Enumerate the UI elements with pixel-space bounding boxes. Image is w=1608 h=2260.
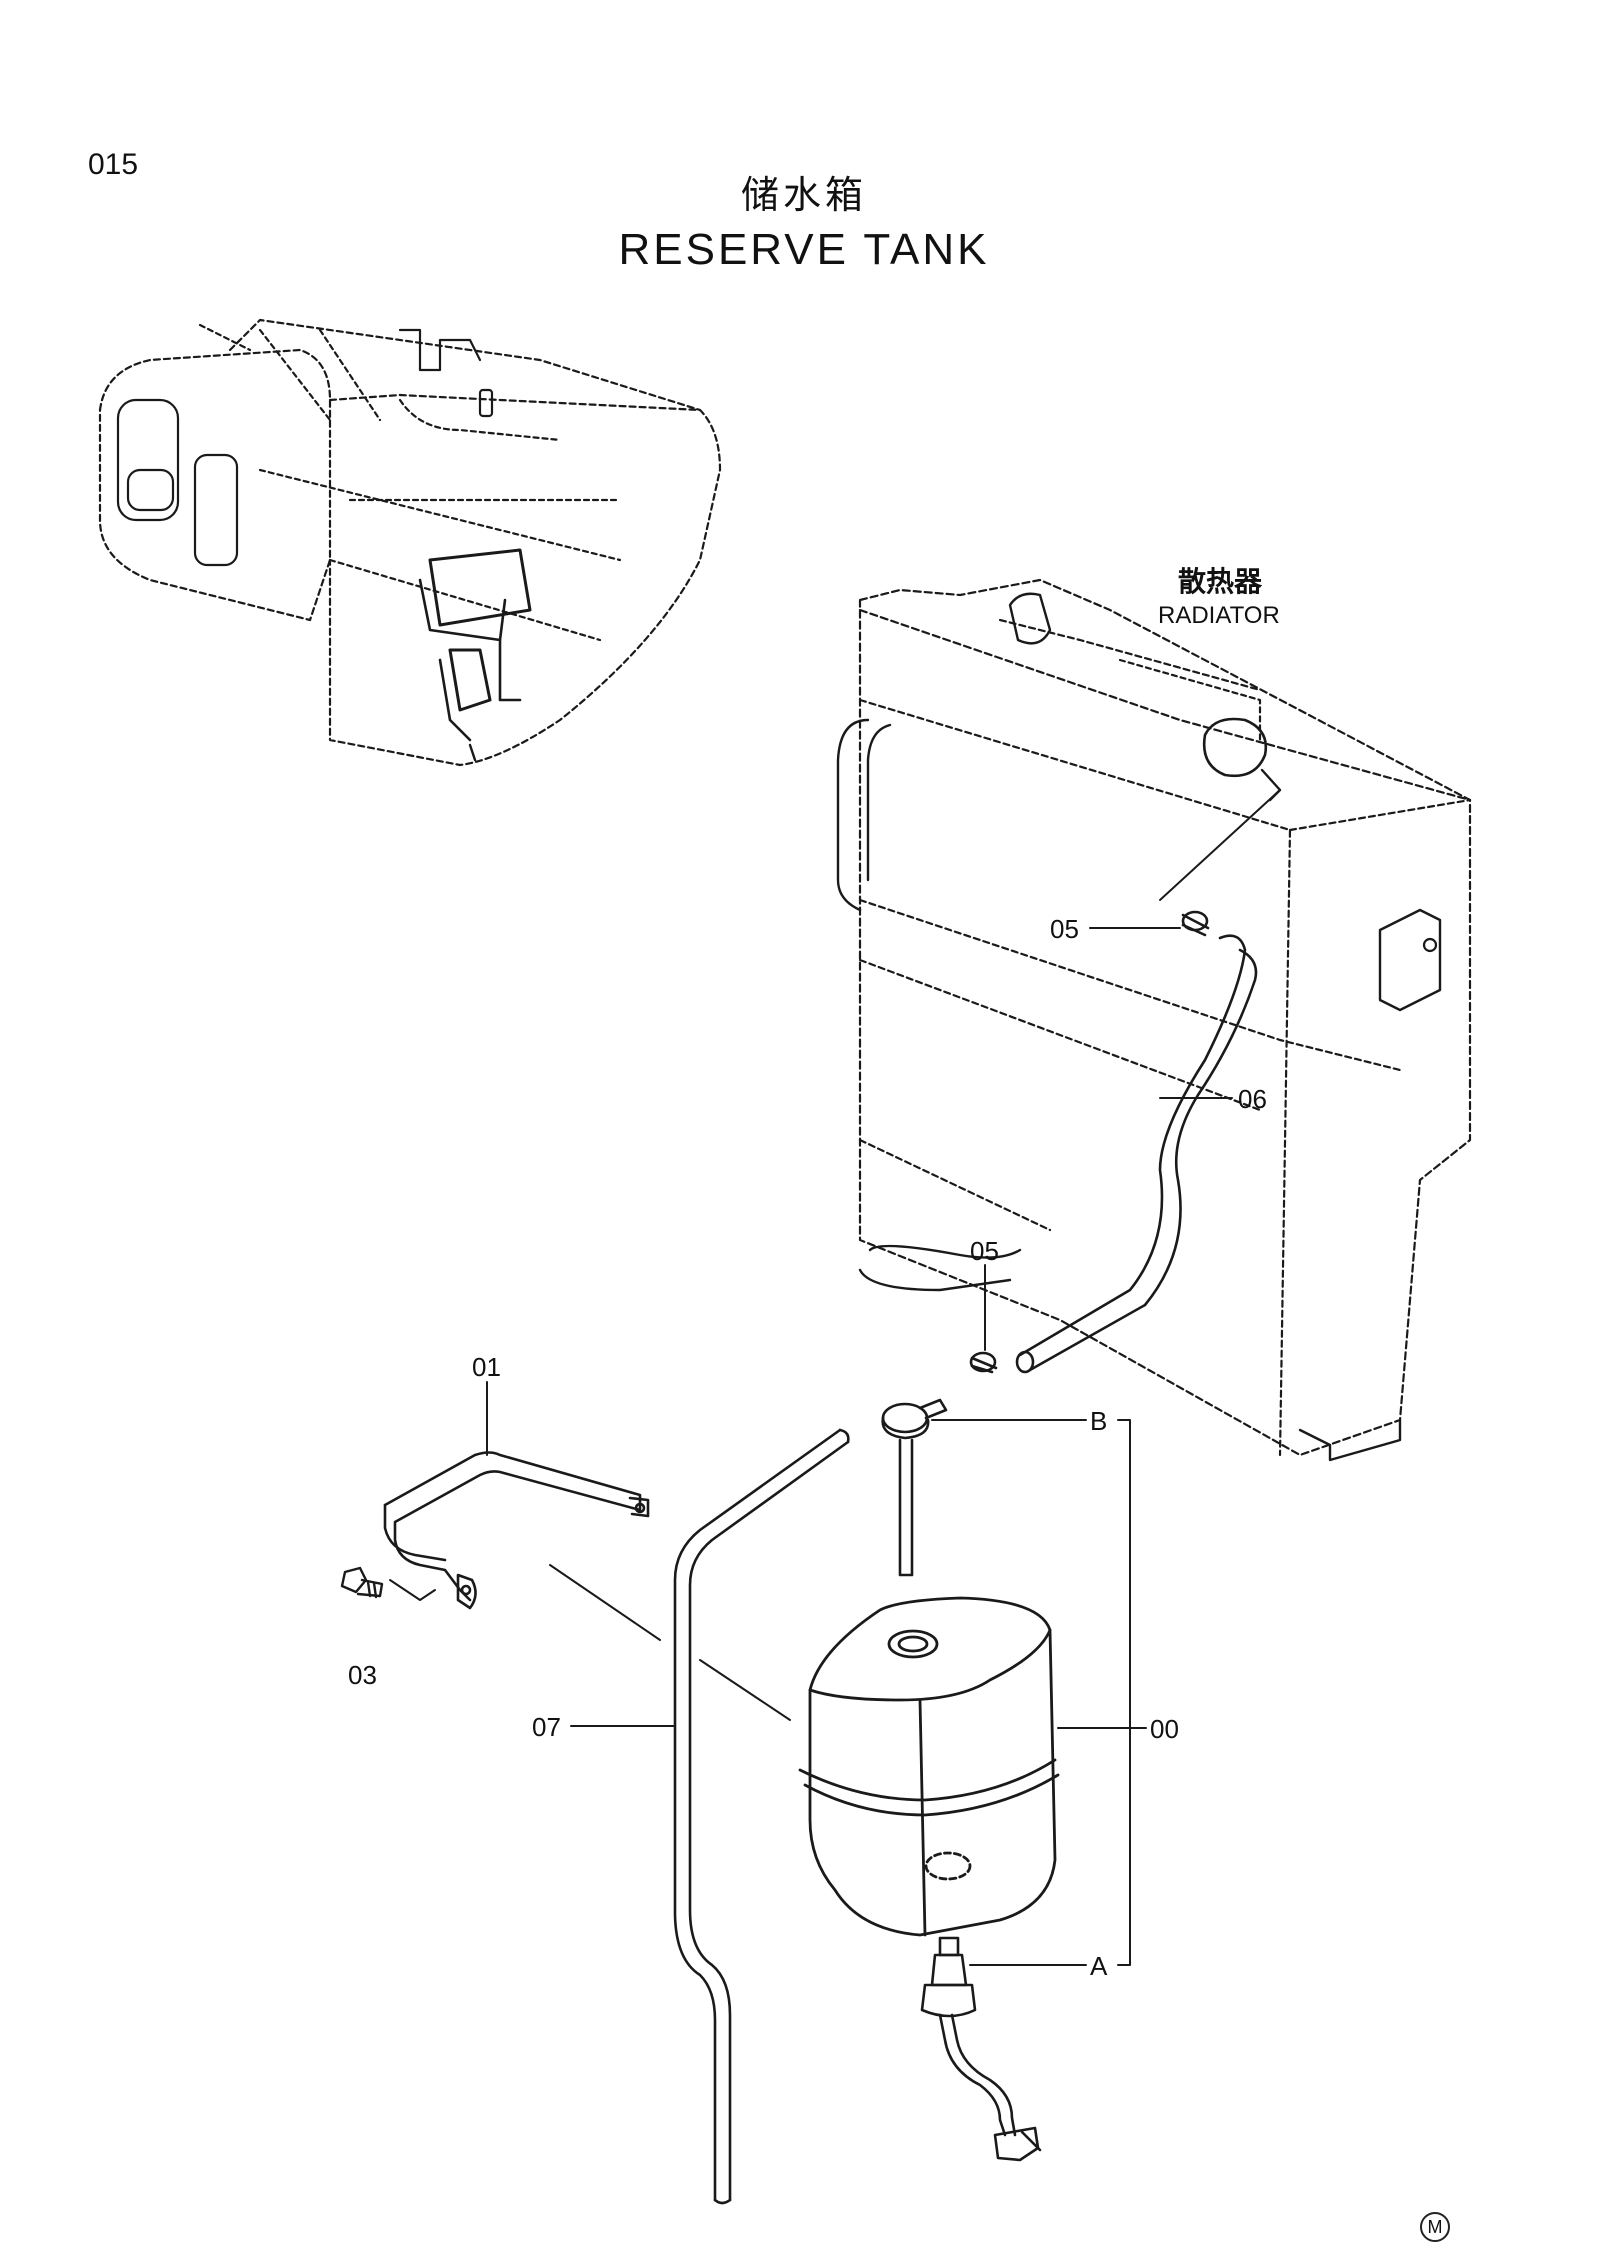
radiator-label: RADIATOR [1158,602,1280,629]
callout-00: 00 [1150,1714,1179,1744]
callout-05-lower: 05 [970,1236,999,1266]
tank-leader [549,1564,791,1721]
callout-01: 01 [472,1352,501,1382]
page-title-chinese: 储水箱 [740,173,867,217]
callout-07: 07 [532,1712,561,1742]
callout-03: 03 [348,1660,377,1690]
radiator-label-chinese: 散热器 [1178,565,1263,598]
callout-b: B [1090,1406,1108,1436]
excavator-overview [98,318,722,767]
page-title: RESERVE TANK [618,225,990,274]
overflow-hose-06 [969,910,1258,1374]
page-number: 015 [88,148,139,181]
level-switch-a [920,1936,1042,2162]
bracket-01 [383,1451,650,1610]
level-gauge-b [881,1398,948,1577]
drain-tube-07 [673,1428,850,2205]
radiator [836,578,1472,1462]
callout-a: A [1090,1951,1108,1981]
bolt-03 [340,1566,436,1601]
callout-leaders [486,927,1233,1966]
reserve-tank-00 [798,1596,1060,1937]
callout-05-upper: 05 [1050,914,1079,944]
callout-06: 06 [1238,1084,1267,1114]
manufacturer-mark: M [1420,2212,1450,2242]
